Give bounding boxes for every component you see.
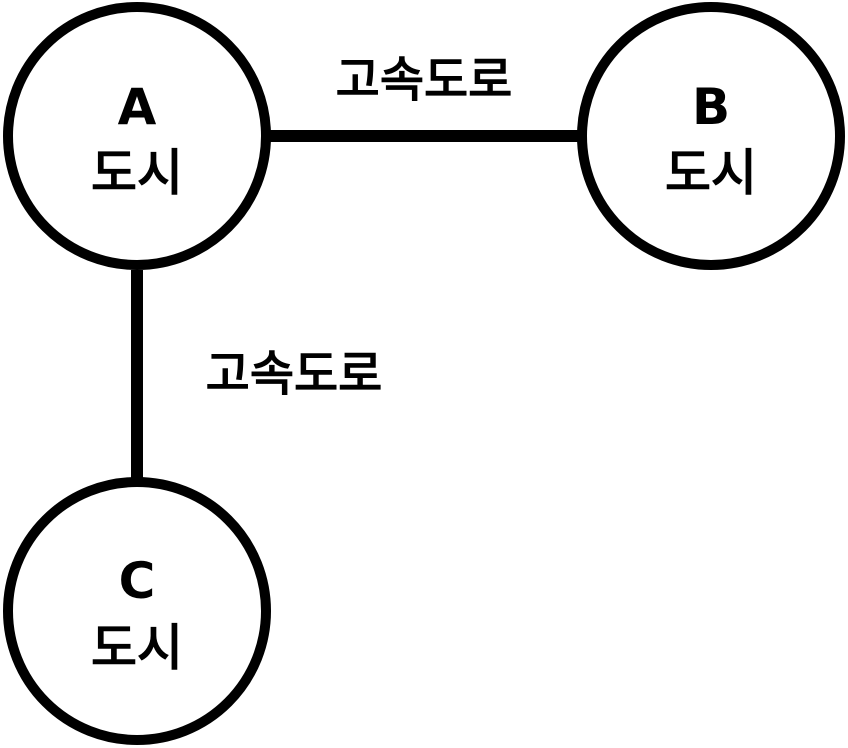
- node-a-letter: A: [118, 78, 157, 136]
- node-a-label: 도시: [91, 144, 183, 202]
- edge-a-b-label: 고속도로: [336, 52, 513, 108]
- node-b-circle: [577, 2, 845, 270]
- edge-a-c-label: 고속도로: [206, 346, 383, 402]
- node-a-circle: [3, 2, 271, 270]
- node-b-letter: B: [692, 78, 730, 136]
- node-c-letter: C: [119, 552, 156, 610]
- node-c-circle: [3, 477, 271, 745]
- node-c-label: 도시: [91, 619, 183, 677]
- node-b-label: 도시: [665, 144, 757, 202]
- node-b: B 도시: [577, 2, 845, 270]
- node-a: A 도시: [3, 2, 271, 270]
- node-c: C 도시: [3, 477, 271, 745]
